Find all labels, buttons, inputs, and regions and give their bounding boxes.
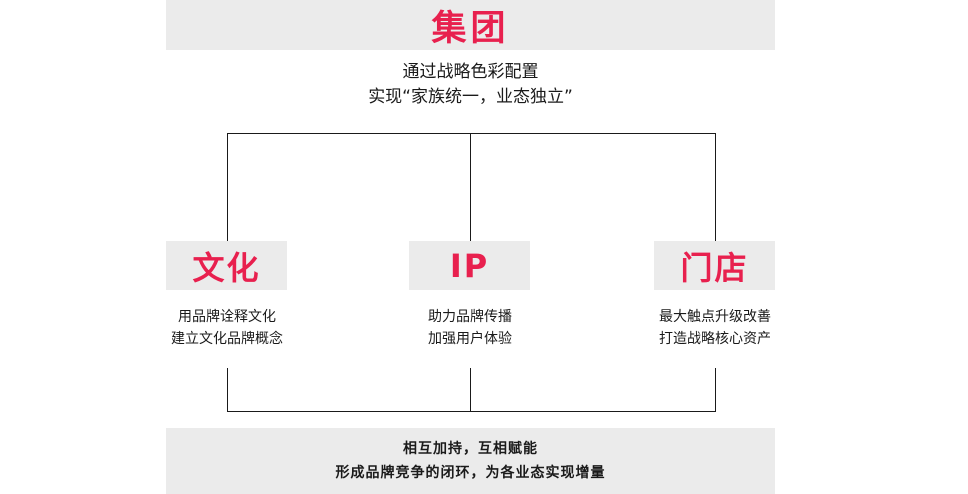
summary-box: 相互加持，互相赋能 形成品牌竞争的闭环，为各业态实现增量 <box>166 428 775 494</box>
node-culture-box: 文化 <box>166 241 287 290</box>
summary-line2: 形成品牌竞争的闭环，为各业态实现增量 <box>335 465 606 481</box>
node-ip-box: IP <box>409 241 530 290</box>
bottom-connector-center <box>470 368 471 412</box>
group-subtitle-line2: 实现“家族统一，业态独立” <box>368 87 573 107</box>
node-store-label: 门店 <box>680 248 749 287</box>
node-culture-desc-line2: 建立文化品牌概念 <box>171 331 283 347</box>
node-store-desc-line1: 最大触点升级改善 <box>659 309 771 325</box>
node-culture-desc-line1: 用品牌诠释文化 <box>178 309 276 325</box>
node-store-desc-line2: 打造战略核心资产 <box>659 331 771 347</box>
node-ip-desc-line2: 加强用户体验 <box>428 331 512 347</box>
top-connector-right <box>715 133 716 241</box>
group-subtitle-line1: 通过战略色彩配置 <box>402 62 539 82</box>
group-title-box: 集团 <box>166 0 775 50</box>
top-connector-horizontal <box>227 133 716 134</box>
summary-line1: 相互加持，互相赋能 <box>403 441 538 457</box>
bottom-connector-horizontal <box>227 411 716 412</box>
node-store-box: 门店 <box>654 241 775 290</box>
node-ip-label: IP <box>449 246 490 285</box>
top-connector-center <box>470 133 471 241</box>
bottom-connector-right <box>715 368 716 412</box>
group-title: 集团 <box>431 8 510 49</box>
top-connector-left <box>227 133 228 241</box>
bottom-connector-left <box>227 368 228 412</box>
node-ip-desc-line1: 助力品牌传播 <box>428 309 512 325</box>
node-culture-label: 文化 <box>192 248 261 287</box>
